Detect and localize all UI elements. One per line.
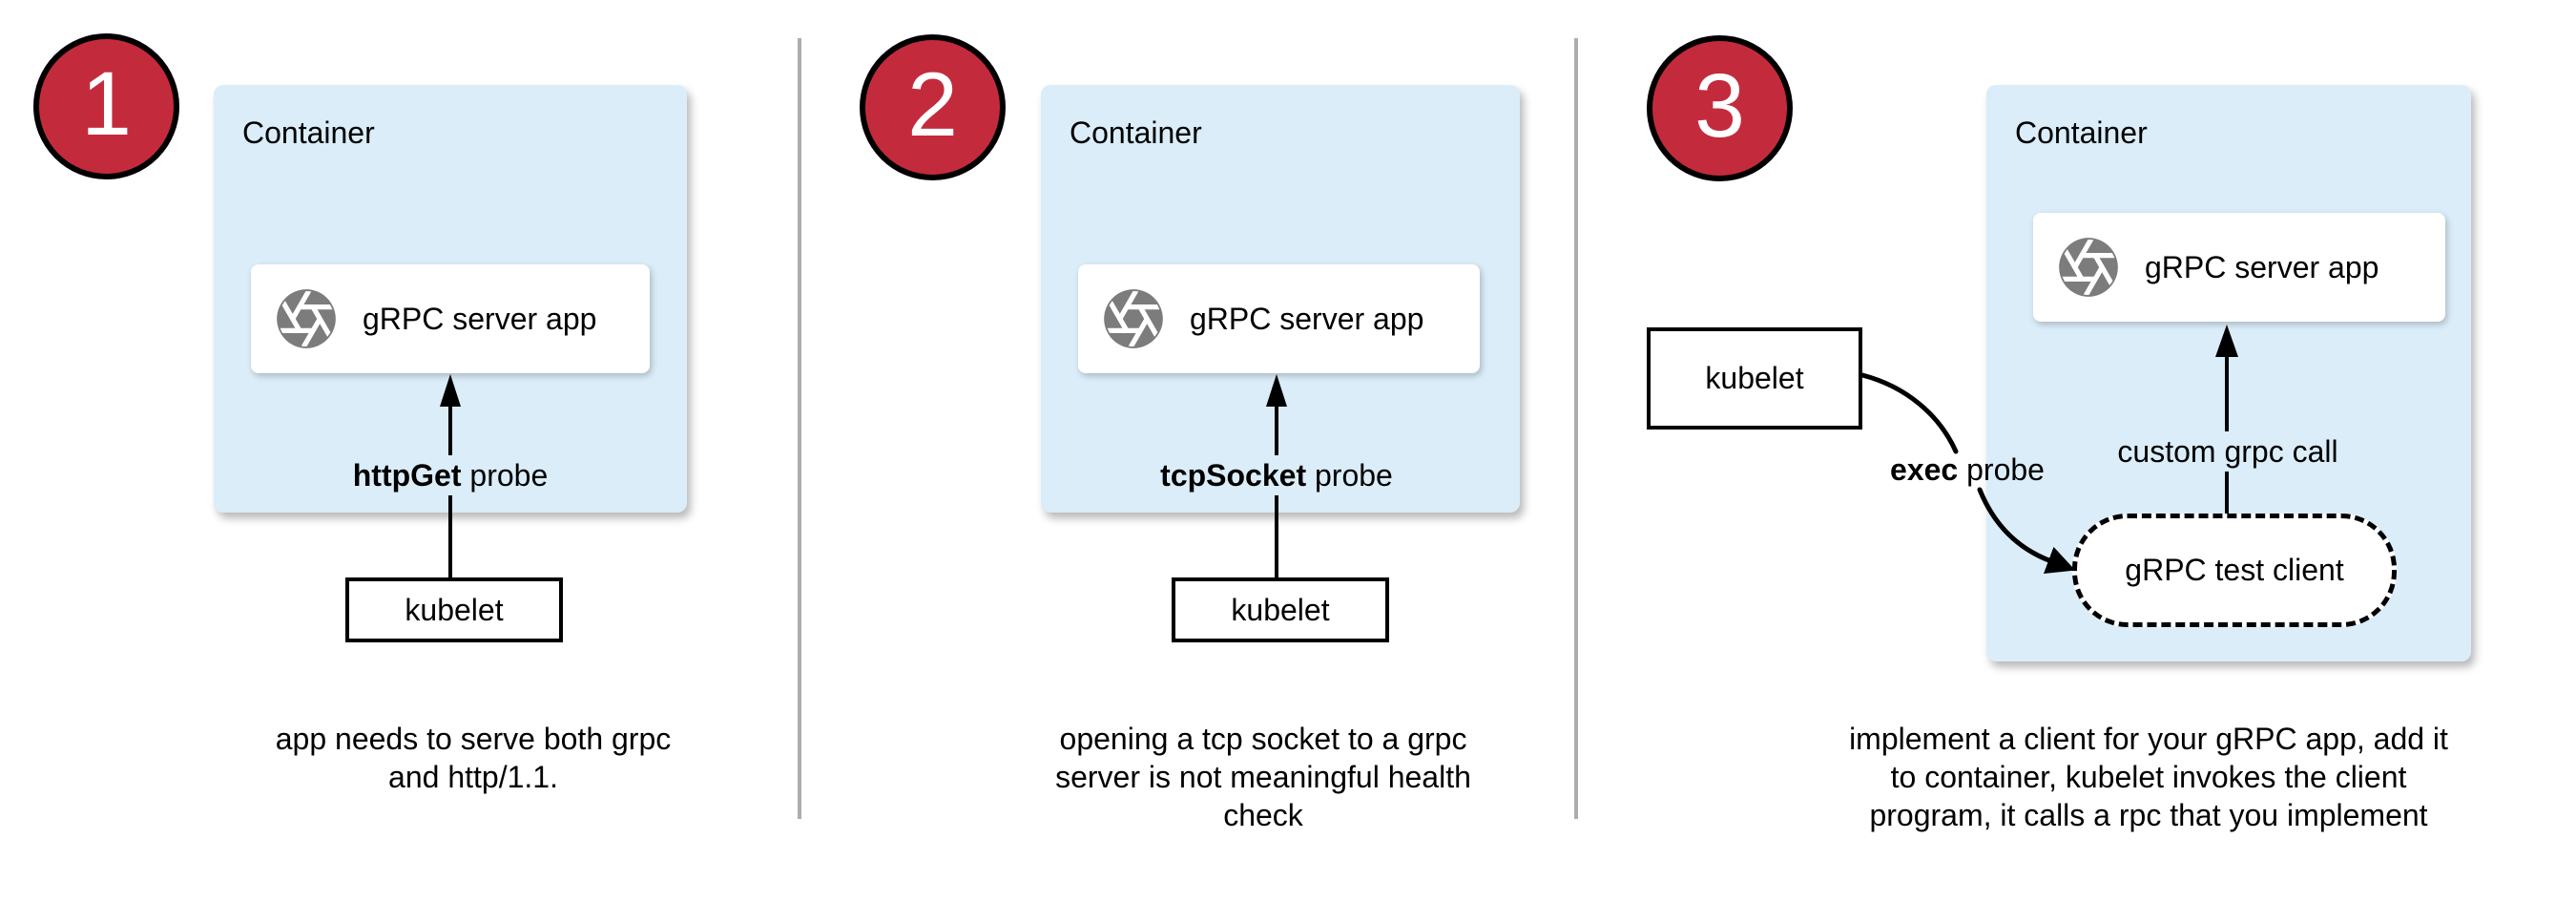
- probe-word-label: probe: [461, 458, 549, 493]
- probe-word-label: probe: [1306, 458, 1393, 493]
- caption-line: server is not meaningful health: [1055, 760, 1471, 794]
- caption-line: implement a client for your gRPC app, ad…: [1849, 722, 2448, 756]
- caption-line: app needs to serve both grpc: [275, 722, 672, 756]
- probe-type-label: exec: [1890, 452, 1959, 487]
- caption-line: program, it calls a rpc that you impleme…: [1869, 798, 2428, 832]
- grpc-server-app-label: gRPC server app: [1190, 301, 1424, 336]
- caption-line: opening a tcp socket to a grpc: [1059, 722, 1467, 756]
- grpc-test-client-label: gRPC test client: [2125, 553, 2344, 587]
- step-badge: 1: [33, 33, 179, 179]
- aperture-icon: [1104, 289, 1163, 348]
- panel-caption: app needs to serve both grpc and http/1.…: [206, 720, 740, 796]
- container-label: Container: [2015, 115, 2148, 150]
- caption-line: and http/1.1.: [388, 760, 558, 794]
- kubelet-box: kubelet: [1172, 577, 1389, 642]
- step-badge: 2: [860, 34, 1006, 180]
- aperture-icon: [2059, 238, 2118, 297]
- probe-type-label: httpGet: [352, 458, 462, 493]
- grpc-server-app-label: gRPC server app: [2145, 249, 2379, 284]
- custom-grpc-call-label: custom grpc call: [2085, 431, 2371, 472]
- kubelet-label: kubelet: [1231, 592, 1330, 627]
- container-label: Container: [1070, 115, 1202, 150]
- step-badge: 3: [1647, 35, 1793, 181]
- caption-line: check: [1223, 798, 1303, 832]
- probe-word-label: probe: [1958, 452, 2045, 487]
- step-number: 3: [1694, 55, 1745, 157]
- kubelet-label: kubelet: [405, 592, 504, 627]
- caption-line: to container, kubelet invokes the client: [1890, 760, 2407, 794]
- step-number: 1: [81, 53, 132, 155]
- probe-label: httpGet probe: [302, 455, 598, 495]
- grpc-test-client-box: gRPC test client: [2072, 514, 2397, 627]
- step-number: 2: [907, 54, 958, 156]
- grpc-server-app-box: gRPC server app: [2033, 213, 2445, 322]
- probe-type-label: tcpSocket: [1160, 458, 1307, 493]
- grpc-server-app-box: gRPC server app: [251, 264, 650, 373]
- grpc-server-app-box: gRPC server app: [1078, 264, 1480, 373]
- panel-caption: implement a client for your gRPC app, ad…: [1824, 720, 2473, 834]
- aperture-icon: [277, 289, 336, 348]
- probe-arrowhead: [1266, 374, 1287, 407]
- exec-probe-curved-arrow: [1859, 372, 2076, 574]
- probe-arrowhead: [440, 374, 461, 407]
- panel-caption: opening a tcp socket to a grpc server is…: [996, 720, 1530, 834]
- panel-divider: [1574, 38, 1578, 819]
- kubelet-label: kubelet: [1705, 361, 1804, 395]
- probe-label: tcpSocket probe: [1129, 455, 1424, 495]
- custom-grpc-call-arrowhead: [2215, 325, 2238, 357]
- panel-divider: [798, 38, 801, 819]
- kubelet-box: kubelet: [345, 577, 563, 642]
- custom-grpc-call-text: custom grpc call: [2117, 434, 2338, 469]
- container-label: Container: [242, 115, 375, 150]
- grpc-server-app-label: gRPC server app: [363, 301, 597, 336]
- probe-label: exec probe: [1824, 450, 2110, 490]
- kubelet-box: kubelet: [1647, 327, 1862, 430]
